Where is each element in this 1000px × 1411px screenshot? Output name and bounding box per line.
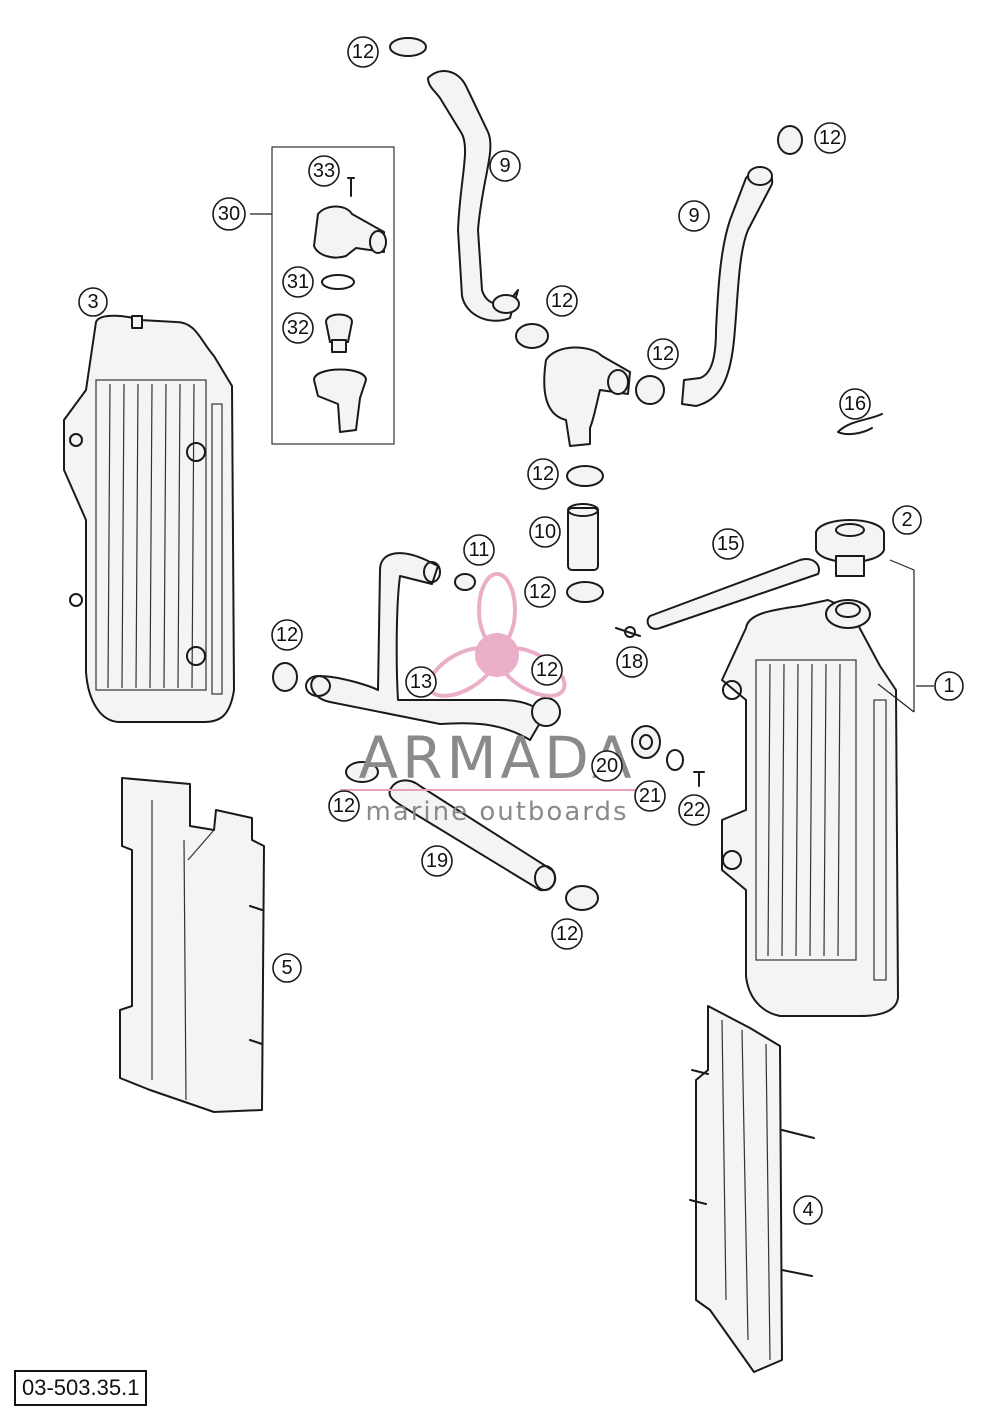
callout-12-hose10-upper-clamp: 12 [527,458,559,490]
screw-22 [693,771,705,787]
svg-text:18: 18 [621,651,643,673]
svg-text:12: 12 [551,290,573,312]
callout-12-pump-left-clamp: 12 [546,285,578,317]
svg-text:32: 32 [287,317,309,339]
callout-12-hose19-upper-clamp: 12 [328,790,360,822]
svg-text:4: 4 [802,1199,813,1221]
overflow-hose-15 [615,558,820,638]
watermark-brand: ARMADA [358,724,635,792]
callout-19-hose: 19 [421,845,453,877]
radiator-3-left [63,314,235,723]
callout-12-pump-right-clamp: 12 [647,338,679,370]
svg-text:10: 10 [534,521,556,543]
svg-text:30: 30 [218,203,240,225]
callout-2-radiator-cap: 2 [892,505,922,535]
callout-11-clamp: 11 [463,534,495,566]
callout-5-left-guard: 5 [272,953,302,983]
svg-text:5: 5 [281,957,292,979]
radiator-1-right [721,599,899,1017]
svg-text:15: 15 [717,533,739,555]
washer-21 [666,749,684,771]
callout-21-washer: 21 [634,780,666,812]
svg-text:16: 16 [844,393,866,415]
hose-9-left [427,70,520,322]
callout-31-seal: 31 [282,266,314,298]
callout-9-left-hose: 9 [489,150,521,182]
callout-12-hose10-lower-clamp: 12 [524,576,556,608]
callout-30-thermostat-kit: 30 [212,197,246,231]
leader-lines [250,213,934,687]
svg-text:1: 1 [943,675,954,697]
callout-12-hose13-left-clamp: 12 [271,619,303,651]
drawing-number-label: 03-503.35.1 [14,1370,148,1406]
callout-12-upper-right-clamp: 12 [814,122,846,154]
clamp-16 [837,413,883,436]
callout-4-right-guard: 4 [793,1195,823,1225]
svg-text:9: 9 [688,205,699,227]
svg-text:19: 19 [426,850,448,872]
callout-33-screw: 33 [308,155,340,187]
svg-text:31: 31 [287,271,309,293]
callout-12-hose19-lower-clamp: 12 [551,918,583,950]
svg-text:20: 20 [596,755,618,777]
svg-text:3: 3 [87,291,98,313]
radiator-guard-5 [119,777,265,1113]
thermostat-kit-30 [271,146,395,445]
callout-15-overflow-hose: 15 [712,528,744,560]
svg-text:9: 9 [499,155,510,177]
callout-bubbles: 12 12 9 9 30 33 31 32 3 12 12 16 12 10 1… [78,36,964,1225]
callout-9-right-hose: 9 [678,200,710,232]
callout-13-hose: 13 [405,666,437,698]
svg-text:12: 12 [276,624,298,646]
callout-16-clamp: 16 [839,388,871,420]
svg-text:12: 12 [819,127,841,149]
svg-text:33: 33 [313,160,335,182]
svg-text:13: 13 [410,671,432,693]
radiator-guard-4 [689,1005,815,1373]
hose-10 [567,503,599,571]
svg-text:12: 12 [529,581,551,603]
svg-text:21: 21 [639,785,661,807]
watermark-tagline: marine outboards [365,797,628,827]
hose-19 [388,779,557,892]
callout-1-right-radiator: 1 [934,671,964,701]
callout-10-hose: 10 [529,516,561,548]
callout-12-top-clamp: 12 [347,36,379,68]
svg-text:12: 12 [556,923,578,945]
hose-clamps [272,37,803,911]
callout-12-hose13-right-clamp: 12 [531,654,563,686]
svg-text:12: 12 [652,343,674,365]
callout-18-fitting: 18 [616,646,648,678]
radiator-cap-2 [815,519,915,713]
callout-3-left-radiator: 3 [78,287,108,317]
svg-text:11: 11 [469,539,490,561]
svg-text:22: 22 [683,799,705,821]
callout-32-thermostat: 32 [282,312,314,344]
svg-text:12: 12 [532,463,554,485]
svg-text:12: 12 [333,795,355,817]
hose-9-right [681,166,774,407]
callout-22-screw: 22 [678,794,710,826]
callout-20-grommet: 20 [591,750,623,782]
svg-text:2: 2 [901,509,912,531]
grommet-20 [631,725,661,759]
water-pump-housing [543,346,631,447]
svg-text:12: 12 [352,41,374,63]
svg-text:12: 12 [536,659,558,681]
